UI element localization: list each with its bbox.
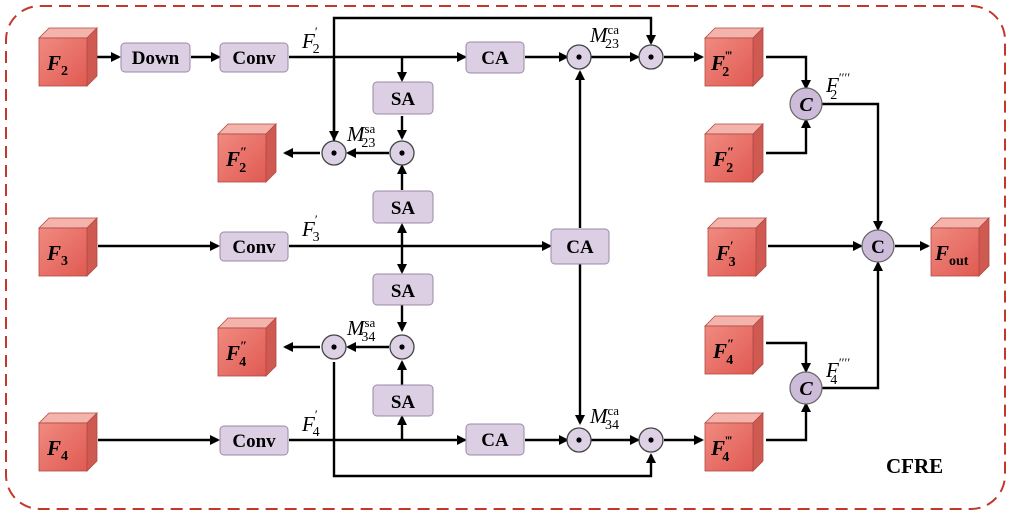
sa-block-1: SA bbox=[372, 81, 434, 115]
svg-text:F″4: F″4 bbox=[712, 336, 734, 368]
label-f4-4prime: F′′′′4 bbox=[825, 355, 850, 388]
cube-f3: F3 bbox=[38, 217, 98, 277]
svg-text:F″4: F″4 bbox=[225, 338, 247, 370]
cube-f2-tprime: F‴2 bbox=[704, 27, 764, 87]
label-f4-prime: F′4 bbox=[301, 407, 320, 440]
cube-f4-tprime: F‴4 bbox=[704, 412, 764, 472]
svg-text:SA: SA bbox=[391, 198, 416, 219]
concat-node-f2: C bbox=[789, 87, 823, 121]
ca-block-top: CA bbox=[465, 41, 525, 74]
svg-text:C: C bbox=[799, 378, 813, 400]
cube-f2: F2 bbox=[38, 27, 98, 87]
svg-text:C: C bbox=[871, 237, 885, 258]
cube-f4-dprime-right: F″4 bbox=[704, 315, 764, 375]
connections bbox=[90, 16, 930, 478]
svg-text:CA: CA bbox=[481, 430, 509, 451]
multiply-node-f2-out bbox=[321, 140, 347, 166]
label-f2-4prime: F′′′′2 bbox=[825, 70, 850, 103]
ca-block-bottom: CA bbox=[465, 423, 525, 456]
svg-text:Conv: Conv bbox=[232, 237, 276, 258]
sa-block-3: SA bbox=[372, 273, 434, 306]
svg-text:F‴2: F‴2 bbox=[710, 48, 732, 80]
svg-text:F4: F4 bbox=[46, 436, 68, 464]
multiply-node-bottom-1 bbox=[566, 427, 592, 453]
svg-text:F2: F2 bbox=[46, 51, 68, 79]
multiply-node-top-2 bbox=[638, 44, 664, 70]
multiply-node-sa34 bbox=[389, 334, 415, 360]
multiply-node-top-1 bbox=[566, 44, 592, 70]
svg-text:Fout: Fout bbox=[934, 241, 969, 269]
conv-block-f4: Conv bbox=[219, 425, 289, 456]
svg-text:F‴4: F‴4 bbox=[710, 433, 732, 465]
cube-f3-prime-right: F′3 bbox=[707, 217, 767, 277]
svg-text:Conv: Conv bbox=[232, 48, 276, 69]
cube-f4: F4 bbox=[38, 412, 98, 472]
conv-block-f2: Conv bbox=[219, 42, 289, 73]
svg-text:CA: CA bbox=[566, 237, 594, 258]
concat-node-final: C bbox=[861, 229, 895, 263]
svg-text:SA: SA bbox=[391, 281, 416, 302]
sa-block-4: SA bbox=[372, 384, 434, 417]
svg-text:SA: SA bbox=[391, 392, 416, 413]
concat-node-f4: C bbox=[789, 371, 823, 405]
multiply-node-bottom-2 bbox=[638, 427, 664, 453]
cube-f2-dprime-right: F″2 bbox=[704, 123, 764, 183]
svg-text:F′3: F′3 bbox=[715, 238, 736, 270]
svg-text:SA: SA bbox=[391, 89, 416, 110]
label-f2-prime: F′2 bbox=[301, 24, 320, 57]
cfre-frame bbox=[5, 5, 1006, 510]
sa-block-2: SA bbox=[372, 190, 434, 224]
diagram-title: CFRE bbox=[886, 454, 943, 478]
cube-f2-dprime: F″2 bbox=[217, 123, 277, 183]
label-f3-prime: F′3 bbox=[301, 212, 320, 245]
cube-f4-dprime: F″4 bbox=[217, 317, 277, 377]
svg-text:C: C bbox=[799, 94, 813, 116]
svg-text:F3: F3 bbox=[46, 241, 68, 269]
svg-text:Down: Down bbox=[132, 48, 180, 69]
down-block: Down bbox=[120, 42, 191, 73]
svg-text:CA: CA bbox=[481, 48, 509, 69]
multiply-node-f4-out bbox=[321, 334, 347, 360]
svg-text:Conv: Conv bbox=[232, 431, 276, 452]
cube-f-out: Fout bbox=[930, 217, 990, 277]
svg-text:F″2: F″2 bbox=[225, 144, 247, 176]
ca-block-middle: CA bbox=[550, 228, 610, 265]
conv-block-f3: Conv bbox=[219, 231, 289, 262]
svg-text:F″2: F″2 bbox=[712, 144, 734, 176]
multiply-node-sa23 bbox=[389, 140, 415, 166]
